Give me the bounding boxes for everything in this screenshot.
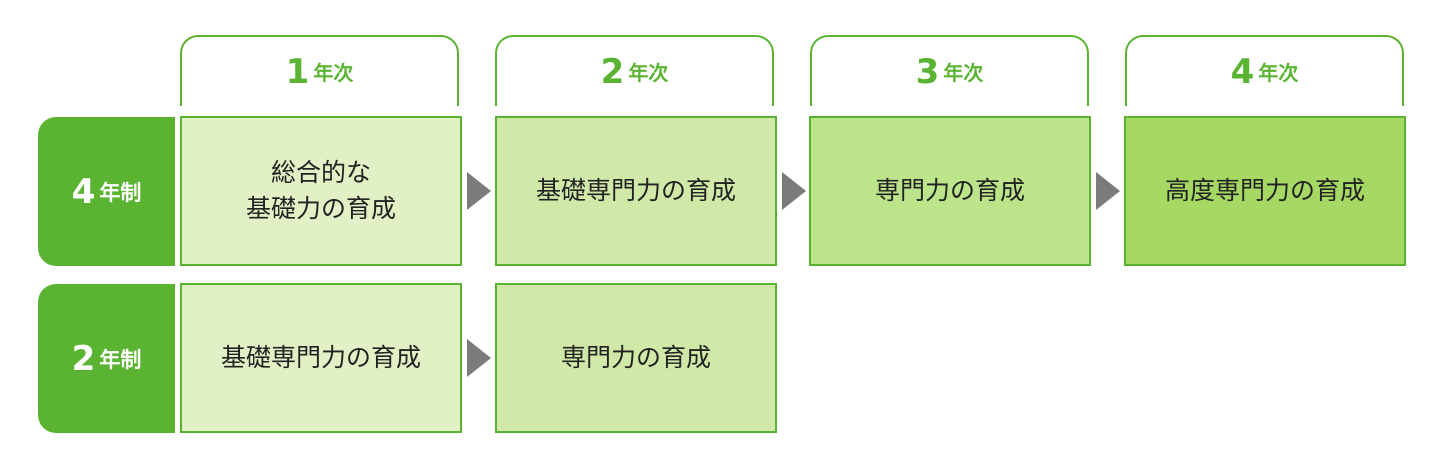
year-number: 1 (285, 51, 310, 92)
stage-2year-2: 専門力の育成 (495, 283, 777, 433)
year-unit: 年次 (1258, 61, 1299, 85)
year-number: 2 (600, 51, 625, 92)
stage-4year-4: 高度専門力の育成 (1124, 116, 1406, 266)
year-unit: 年次 (313, 61, 354, 85)
arrow-right-icon (467, 172, 491, 210)
program-unit: 年制 (99, 347, 142, 372)
program-number: 4 (71, 171, 96, 212)
arrow-right-icon (467, 339, 491, 377)
stage-4year-1: 総合的な 基礎力の育成 (180, 116, 462, 266)
year-number: 3 (915, 51, 940, 92)
year-unit: 年次 (943, 61, 984, 85)
year-unit: 年次 (628, 61, 669, 85)
arrow-right-icon (782, 172, 806, 210)
stage-4year-2: 基礎専門力の育成 (495, 116, 777, 266)
stage-2year-1: 基礎専門力の育成 (180, 283, 462, 433)
stage-4year-3: 専門力の育成 (809, 116, 1091, 266)
arrow-right-icon (1096, 172, 1120, 210)
program-number: 2 (71, 338, 96, 379)
year-number: 4 (1230, 51, 1255, 92)
program-unit: 年制 (99, 180, 142, 205)
